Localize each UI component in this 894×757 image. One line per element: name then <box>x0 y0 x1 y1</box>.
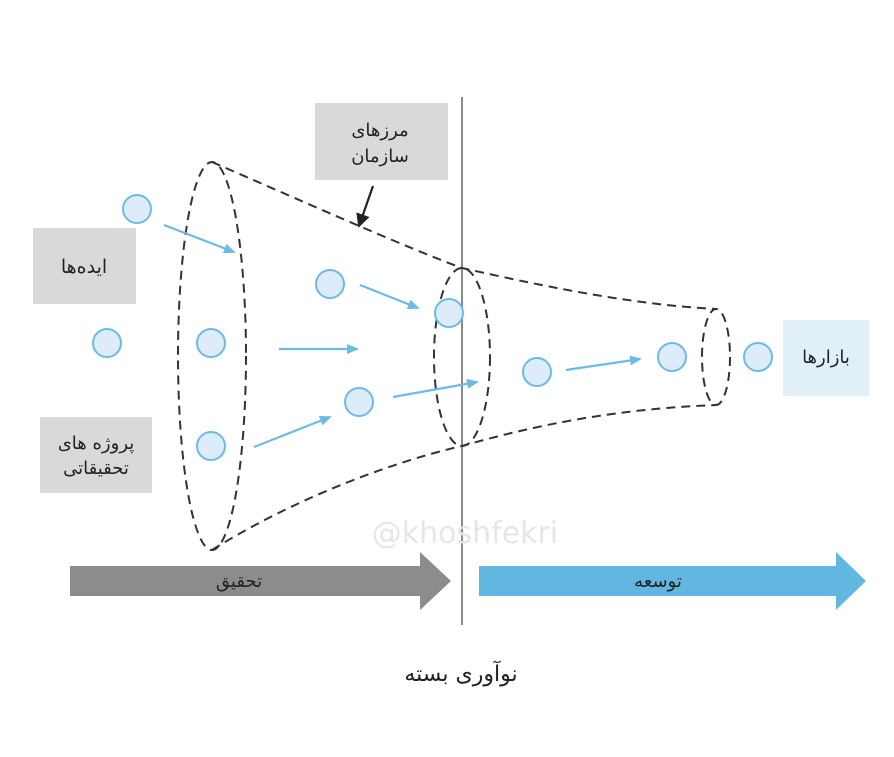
research-projects-label-box <box>40 417 152 493</box>
flow-arrow-4 <box>359 283 420 310</box>
market-node <box>743 342 773 372</box>
org-boundary-pointer-arrow <box>356 185 375 228</box>
flow-arrow-1 <box>163 223 236 254</box>
idea-node <box>657 342 687 372</box>
flow-arrow-6 <box>565 355 642 372</box>
idea-nodes <box>92 194 773 461</box>
funnel-top-edge <box>211 161 717 310</box>
research-projects-label-line2: تحقیقاتی <box>63 458 129 479</box>
development-phase-arrow <box>479 552 866 610</box>
diagram-title: نوآوری بسته <box>404 660 517 687</box>
org-boundary-label-line1: مرزهای <box>351 120 408 141</box>
research-phase-arrow <box>70 552 451 610</box>
research-phase-label: تحقیق <box>216 571 262 592</box>
markets-label-box <box>783 320 869 396</box>
funnel-end-ellipse <box>701 308 731 406</box>
funnel-bottom-edge <box>211 404 717 551</box>
watermark: @khoshfekri <box>372 516 558 551</box>
flow-arrow-3 <box>253 415 332 449</box>
org-boundary-label-line2: سازمان <box>351 146 409 167</box>
development-phase-label: توسعه <box>634 571 682 592</box>
ideas-label: ایده‌ها <box>61 256 107 278</box>
flow-arrows <box>163 223 642 449</box>
research-projects-label-line1: پروژه های <box>58 433 135 454</box>
idea-node <box>522 357 552 387</box>
idea-node <box>315 269 345 299</box>
idea-node <box>122 194 152 224</box>
idea-node <box>344 387 374 417</box>
idea-node <box>196 328 226 358</box>
idea-node <box>196 431 226 461</box>
idea-node <box>92 328 122 358</box>
funnel-outline <box>177 161 731 551</box>
ideas-label-box <box>33 228 136 304</box>
org-boundary-label-box <box>315 103 448 180</box>
idea-node <box>434 298 464 328</box>
flow-arrow-5 <box>392 378 479 399</box>
markets-label: بازارها <box>802 347 850 368</box>
